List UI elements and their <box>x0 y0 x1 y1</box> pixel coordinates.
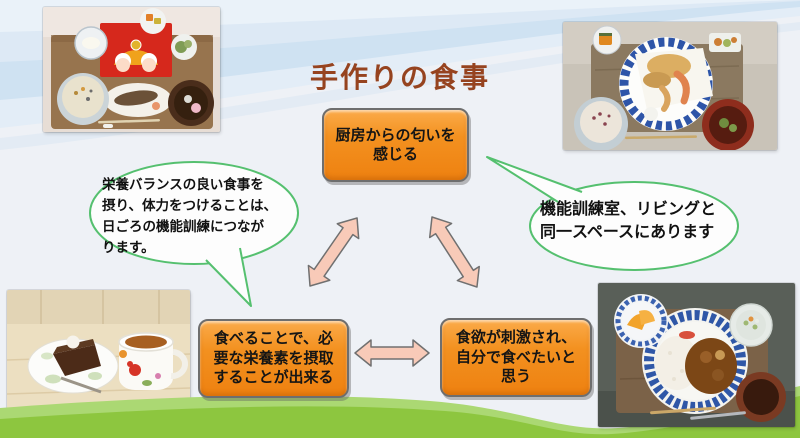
speech-bubble-shape <box>89 161 299 307</box>
node-kitchen-smell: 厨房からの匂いを 感じる <box>322 108 469 182</box>
photo-keirou-no-hi-set-meal <box>43 7 220 132</box>
photo-curry-rice-set-meal <box>598 283 795 427</box>
callout-nutrition-balance: 栄養バランスの良い食事を 摂り、体力をつけることは、 日ごろの機能訓練につなが … <box>88 160 303 312</box>
callout-same-space: 機能訓練室、リビングと 同一スペースにあります <box>478 148 742 274</box>
photo-tempura-set-meal <box>563 22 777 150</box>
callout-same-space-text: 機能訓練室、リビングと 同一スペースにあります <box>540 201 717 242</box>
speech-bubble-shape <box>486 156 739 271</box>
node-eat-nutrients: 食べることで、必 要な栄養素を摂取 することが出来る <box>198 319 349 398</box>
page-title: 手作りの食事 <box>309 62 490 93</box>
node-appetite-stimulated: 食欲が刺激され、 自分で食べたいと 思う <box>440 318 592 397</box>
callout-nutrition-balance-text: 栄養バランスの良い食事を 摂り、体力をつけることは、 日ごろの機能訓練につなが … <box>102 177 277 255</box>
photo-chocolate-cake-and-tea <box>7 290 190 420</box>
